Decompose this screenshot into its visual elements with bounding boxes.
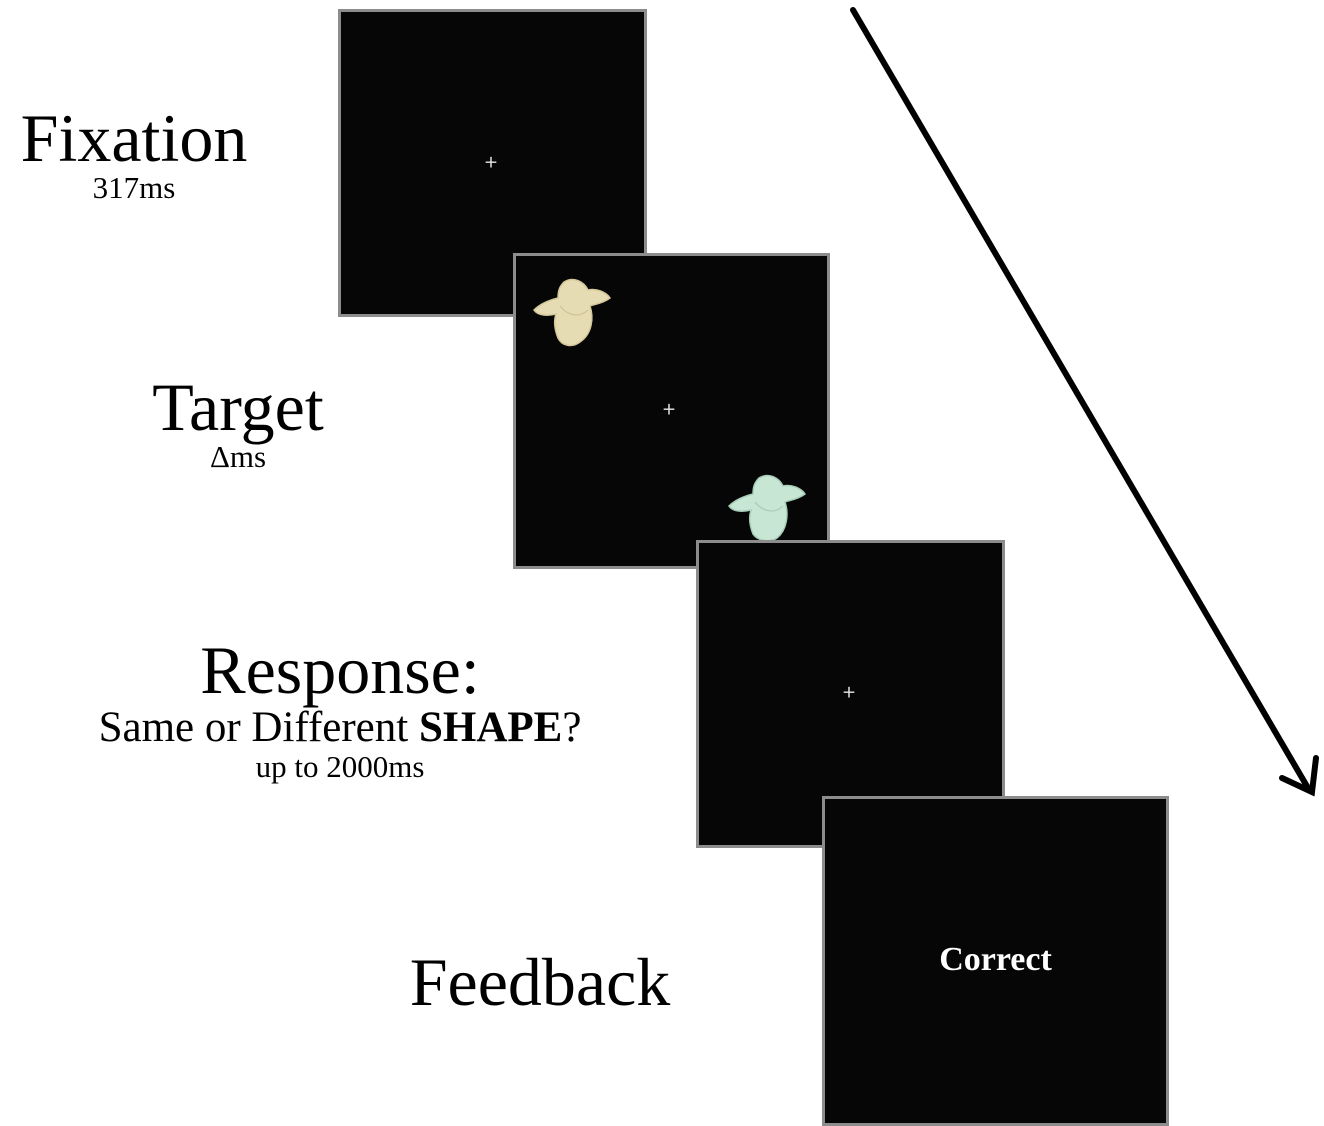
response-question-emphasis: SHAPE — [418, 704, 563, 751]
response-cross: + — [841, 682, 857, 703]
response-question-suffix: ? — [562, 704, 582, 751]
target-cross: + — [661, 399, 677, 420]
fixation-cross: + — [483, 152, 499, 173]
time-arrow-head — [1279, 755, 1319, 797]
response-question-prefix: Same or Different — [98, 704, 419, 751]
target-duration: Δms — [209, 439, 267, 474]
response-label: Response: Same or Different SHAPE? up to… — [40, 636, 640, 784]
target-label: Target Δms — [118, 373, 358, 474]
fixation-label: Fixation 317ms — [8, 104, 260, 205]
feedback-screen: Correct — [822, 796, 1169, 1126]
feedback-text: Correct — [939, 941, 1052, 978]
target-screen: + — [513, 253, 830, 569]
time-arrow-shaft — [850, 7, 1311, 791]
feedback-title: Feedback — [409, 944, 671, 1020]
target-title: Target — [152, 369, 324, 445]
feedback-label: Feedback — [380, 948, 700, 1016]
target-shape-2 — [728, 474, 807, 542]
response-title: Response: — [200, 632, 480, 708]
fixation-title: Fixation — [20, 100, 248, 176]
fixation-duration: 317ms — [92, 170, 176, 205]
response-question: Same or Different SHAPE? — [40, 704, 640, 751]
response-duration: up to 2000ms — [255, 749, 425, 785]
target-shape-1 — [533, 278, 612, 347]
